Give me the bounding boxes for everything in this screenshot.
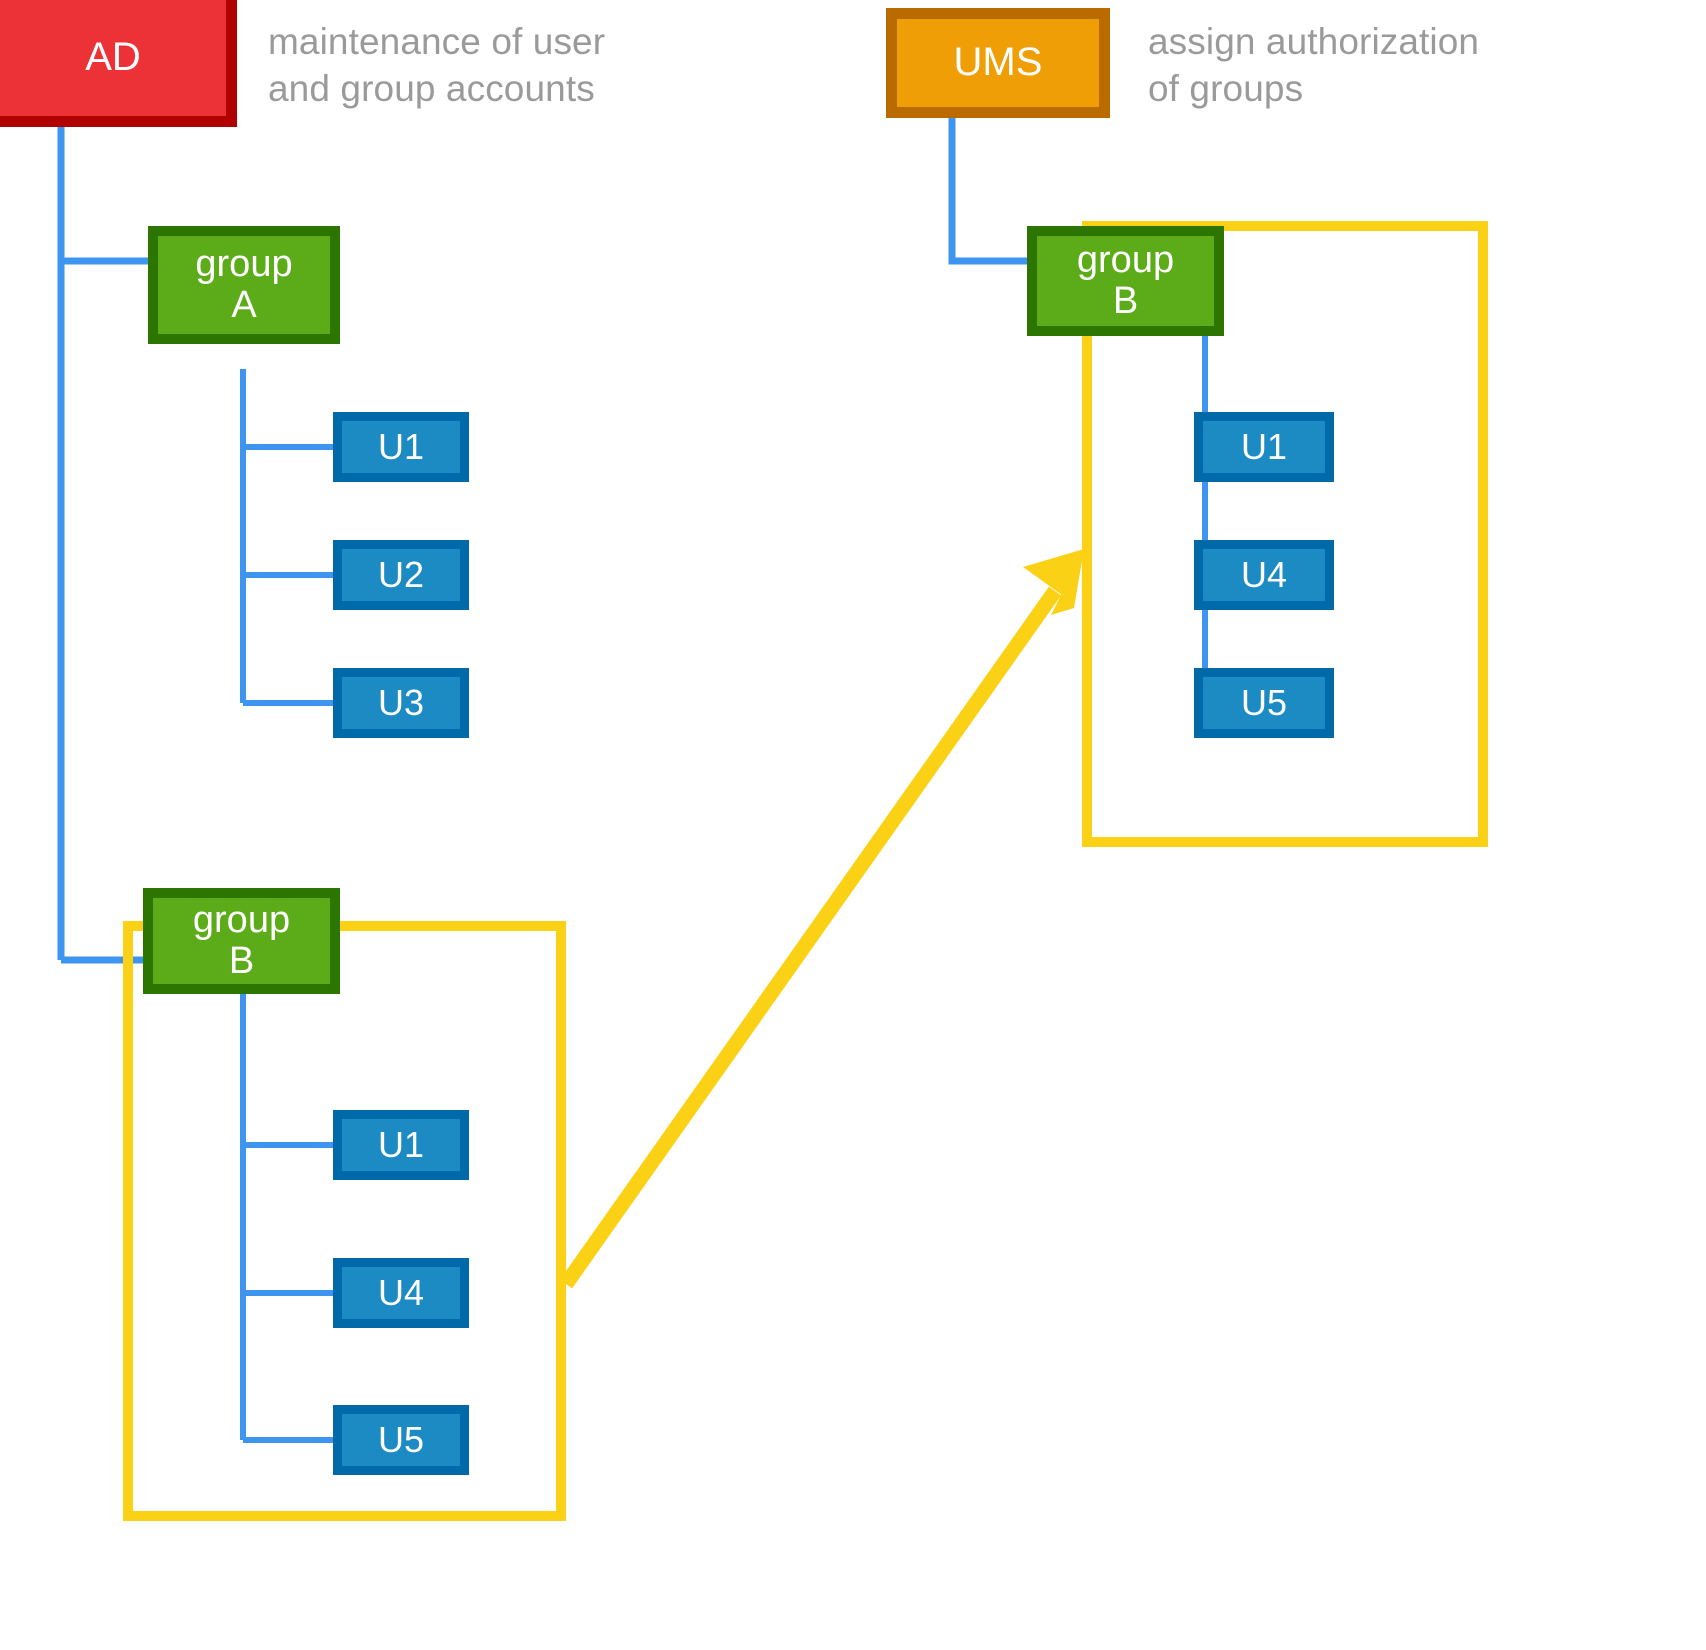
caption-ums: assign authorization of groups [1148, 21, 1480, 110]
caption-ad: maintenance of user and group accounts [268, 21, 606, 110]
mapping-arrow-icon [559, 549, 1084, 1289]
node-right-group-b-user-u1[interactable]: U1 [1194, 412, 1334, 482]
node-group-a[interactable]: group A [148, 226, 340, 344]
node-left-group-b-user-u5[interactable]: U5 [333, 1405, 469, 1475]
node-group-a-user-u1[interactable]: U1 [333, 412, 469, 482]
wire-ums-trunk [948, 118, 1033, 265]
container-left-group-b [123, 921, 566, 1521]
node-left-group-b[interactable]: group B [143, 888, 340, 994]
node-left-group-b-user-u4[interactable]: U4 [333, 1258, 469, 1328]
node-right-group-b-user-u5[interactable]: U5 [1194, 668, 1334, 738]
container-right-group-b [1082, 221, 1488, 847]
node-left-group-b-user-u1[interactable]: U1 [333, 1110, 469, 1180]
node-group-a-user-u2[interactable]: U2 [333, 540, 469, 610]
node-right-group-b[interactable]: group B [1027, 226, 1224, 336]
node-right-group-b-user-u4[interactable]: U4 [1194, 540, 1334, 610]
node-ad[interactable]: AD [0, 0, 237, 127]
node-ums[interactable]: UMS [886, 8, 1110, 118]
node-group-a-user-u3[interactable]: U3 [333, 668, 469, 738]
